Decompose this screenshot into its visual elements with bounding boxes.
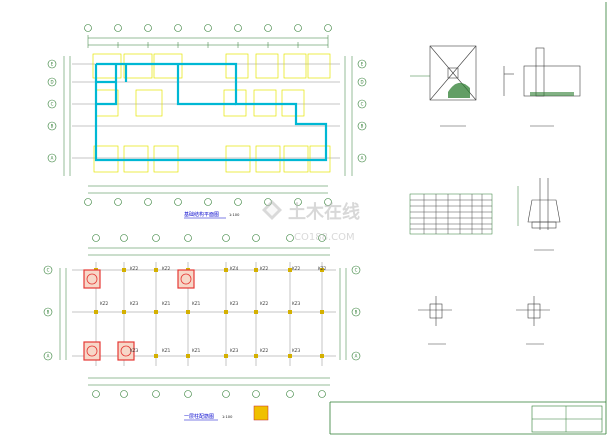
column-plan-title: 一层柱配筋图 bbox=[184, 413, 214, 420]
grade-beams bbox=[94, 62, 328, 162]
svg-text:KZ2: KZ2 bbox=[318, 266, 327, 271]
column-section-small-1 bbox=[418, 296, 452, 345]
svg-text:KZ3: KZ3 bbox=[130, 348, 139, 353]
svg-text:KZ1: KZ1 bbox=[162, 301, 171, 306]
watermark-text: 土木在线 bbox=[288, 201, 360, 223]
svg-text:KZ2: KZ2 bbox=[130, 266, 139, 271]
column-plan-scale: 1:100 bbox=[222, 415, 233, 419]
column-section-details bbox=[83, 269, 195, 361]
column-section-small-2 bbox=[516, 296, 550, 345]
svg-text:C: C bbox=[51, 102, 54, 107]
legend-note bbox=[253, 405, 269, 421]
title-block bbox=[329, 2, 607, 435]
column-base-detail bbox=[517, 178, 561, 251]
svg-text:KZ2: KZ2 bbox=[260, 301, 269, 306]
svg-text:A: A bbox=[361, 156, 364, 161]
watermark-url: CO188.COM bbox=[294, 232, 355, 243]
svg-text:KZ3: KZ3 bbox=[292, 301, 301, 306]
svg-text:KZ3: KZ3 bbox=[292, 348, 301, 353]
svg-text:B: B bbox=[361, 124, 364, 129]
svg-text:KZ1: KZ1 bbox=[192, 301, 201, 306]
foundation-axis-bubbles-top bbox=[84, 24, 332, 206]
svg-text:KZ2: KZ2 bbox=[162, 266, 171, 271]
column-axis-bubbles: C B A C B A bbox=[43, 234, 361, 398]
svg-text:B: B bbox=[47, 310, 50, 315]
svg-text:B: B bbox=[355, 310, 358, 315]
svg-text:KZ3: KZ3 bbox=[230, 348, 239, 353]
svg-text:A: A bbox=[47, 354, 50, 359]
svg-text:C: C bbox=[355, 268, 358, 273]
column-labels: KZ2 KZ2 KZ4 KZ2 KZ2 KZ2 KZ2 KZ3 KZ1 KZ1 … bbox=[100, 266, 327, 353]
foundation-plan-title: 基础结构平面图 bbox=[184, 211, 219, 218]
svg-text:KZ2: KZ2 bbox=[260, 348, 269, 353]
svg-text:KZ3: KZ3 bbox=[130, 301, 139, 306]
column-plan: KZ2 KZ2 KZ4 KZ2 KZ2 KZ2 KZ2 KZ3 KZ1 KZ1 … bbox=[43, 234, 361, 421]
svg-text:KZ4: KZ4 bbox=[230, 266, 239, 271]
foundation-axis-bubbles: E D C B A E D C B A bbox=[47, 59, 367, 163]
foundation-pads bbox=[92, 53, 331, 173]
watermark: 土木在线 CO188.COM bbox=[262, 200, 360, 243]
svg-text:KZ2: KZ2 bbox=[260, 266, 269, 271]
foundation-plan: E D C B A E D C B A 基础结构平面图 1:100 bbox=[47, 24, 367, 219]
svg-text:D: D bbox=[50, 80, 53, 85]
svg-text:B: B bbox=[51, 124, 54, 129]
footing-detail-section bbox=[503, 47, 581, 127]
svg-text:A: A bbox=[355, 354, 358, 359]
svg-text:D: D bbox=[360, 80, 363, 85]
svg-text:KZ2: KZ2 bbox=[100, 301, 109, 306]
svg-text:A: A bbox=[51, 156, 54, 161]
svg-text:KZ2: KZ2 bbox=[292, 266, 301, 271]
svg-text:E: E bbox=[51, 62, 54, 67]
foundation-plan-scale: 1:100 bbox=[229, 213, 240, 217]
schedule-table bbox=[409, 193, 493, 235]
svg-text:C: C bbox=[361, 102, 364, 107]
svg-text:KZ1: KZ1 bbox=[162, 348, 171, 353]
svg-text:E: E bbox=[361, 62, 364, 67]
footing-detail-plan bbox=[410, 45, 477, 127]
svg-text:C: C bbox=[47, 268, 50, 273]
svg-text:KZ3: KZ3 bbox=[230, 301, 239, 306]
svg-text:KZ1: KZ1 bbox=[192, 348, 201, 353]
